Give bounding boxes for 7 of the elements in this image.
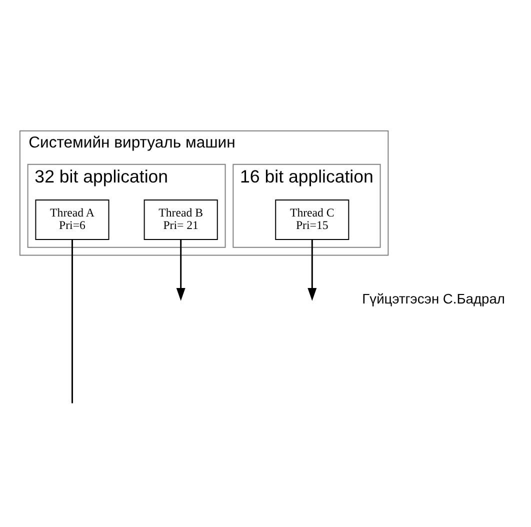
node-box: Thread C Pri=15 — [275, 199, 350, 240]
node-box: Thread B Pri= 21 — [144, 199, 218, 240]
arrow — [176, 240, 186, 301]
label: Гүйцэтгэсэн С.Бадрал — [362, 290, 505, 306]
arrow — [308, 240, 317, 301]
connector — [72, 240, 73, 404]
node-box: Thread A Pri=6 — [35, 199, 110, 240]
